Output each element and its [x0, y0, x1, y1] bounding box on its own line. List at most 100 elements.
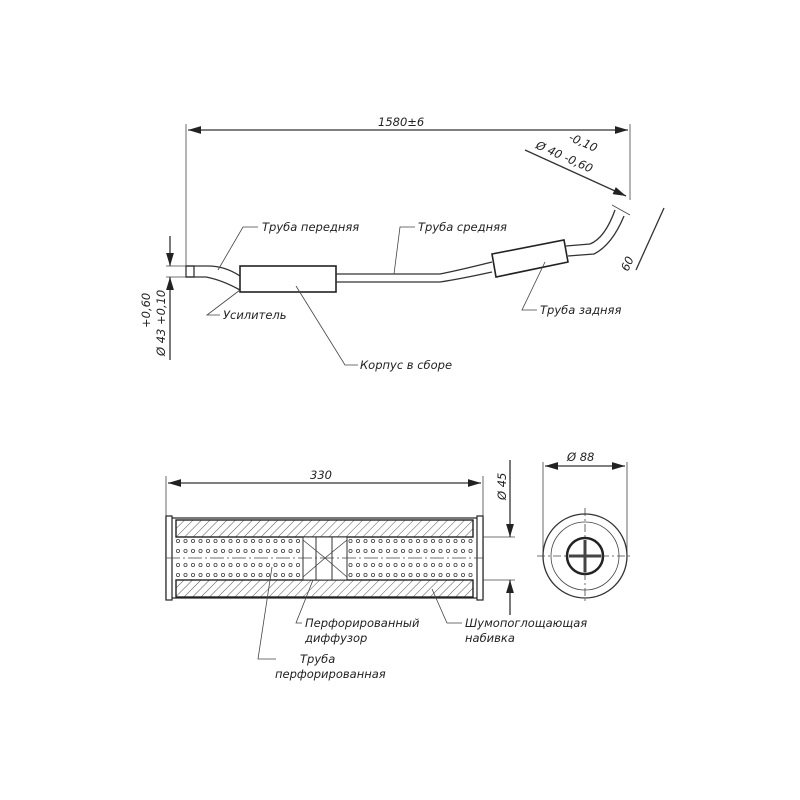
perforation-hole [453, 539, 458, 544]
perforation-hole [198, 549, 203, 554]
leader-line [205, 289, 241, 316]
perforation-hole [468, 549, 473, 554]
perforation-hole [220, 539, 225, 544]
perforation-hole [363, 549, 368, 554]
perforation-hole [430, 549, 435, 554]
perforation-hole [295, 573, 300, 578]
front-pipe [186, 265, 241, 291]
perforation-hole [258, 549, 263, 554]
perforation-hole [220, 563, 225, 568]
perforation-hole [288, 549, 293, 554]
perforation-hole [273, 539, 278, 544]
perforation-hole [408, 549, 413, 554]
rear-muffler-housing [491, 239, 569, 278]
perforation-hole [175, 573, 180, 578]
perforation-hole [288, 563, 293, 568]
perforation-hole [348, 549, 353, 554]
perforation-hole [235, 573, 240, 578]
perforation-hole [445, 539, 450, 544]
perforation-hole [205, 539, 210, 544]
perforation-hole [408, 573, 413, 578]
inlet-tolerance-label: +0,60 [139, 293, 153, 328]
outlet-diameter-leader [524, 149, 627, 197]
outlet-tolerance-label: -0,10 [567, 130, 600, 155]
perforation-hole [280, 549, 285, 554]
perforation-hole [183, 563, 188, 568]
perforation-hole [265, 549, 270, 554]
perforation-hole [415, 549, 420, 554]
inlet-flange [185, 265, 195, 278]
perforation-hole [175, 539, 180, 544]
perforation-hole [460, 539, 465, 544]
perforation-hole [460, 549, 465, 554]
perforation-hole [235, 563, 240, 568]
front-muffler-housing [239, 265, 337, 293]
perforation-hole [423, 563, 428, 568]
perforation-hole [280, 539, 285, 544]
leader-line [295, 285, 358, 366]
outlet-end [611, 204, 631, 216]
perforation-hole [243, 563, 248, 568]
perforation-hole [370, 573, 375, 578]
perforation-hole [415, 563, 420, 568]
perforation-hole [385, 539, 390, 544]
perforation-hole [408, 539, 413, 544]
perforation-hole [445, 573, 450, 578]
perforation-hole [408, 563, 413, 568]
diffuser [302, 536, 348, 581]
perforation-hole [220, 573, 225, 578]
perforation-hole [280, 573, 285, 578]
perforation-hole [370, 539, 375, 544]
perforation-hole [415, 539, 420, 544]
leader-line [521, 261, 546, 311]
perf-pipe-label-2: перфорированная [275, 667, 386, 681]
perforation-hole [273, 563, 278, 568]
perforation-hole [198, 539, 203, 544]
perforation-hole [355, 573, 360, 578]
perforation-hole [393, 573, 398, 578]
perforation-hole [213, 573, 218, 578]
front-pipe-label: Труба передняя [262, 220, 359, 234]
rear-pipe-label: Труба задняя [540, 303, 621, 317]
perforation-hole [400, 573, 405, 578]
perforation-hole [228, 549, 233, 554]
perforation-hole [228, 573, 233, 578]
perforation-hole [430, 573, 435, 578]
packing-upper [175, 519, 474, 538]
overall-length-label: 1580±6 [378, 115, 424, 129]
perforation-hole [363, 573, 368, 578]
packing-lower [175, 579, 474, 598]
perforation-hole [385, 563, 390, 568]
perforations [175, 539, 473, 578]
perforation-hole [213, 549, 218, 554]
perforation-hole [295, 563, 300, 568]
perforation-hole [378, 573, 383, 578]
leader-line [431, 588, 462, 624]
perforation-hole [423, 549, 428, 554]
outlet-length-dimension [635, 207, 665, 271]
perforation-hole [400, 549, 405, 554]
perforation-hole [288, 573, 293, 578]
perforation-hole [438, 573, 443, 578]
perforation-hole [243, 549, 248, 554]
perforation-hole [393, 539, 398, 544]
perforation-hole [460, 573, 465, 578]
perforation-hole [183, 573, 188, 578]
packing-label-2: набивка [465, 631, 515, 645]
packing-label-1: Шумопоглощающая [465, 616, 587, 630]
perforation-hole [175, 563, 180, 568]
perforation-hole [415, 573, 420, 578]
perforation-hole [385, 549, 390, 554]
end-view-centerlines [537, 508, 633, 604]
perforation-hole [250, 563, 255, 568]
diffuser-label-1: Перфорированный [305, 616, 420, 630]
perforation-hole [265, 563, 270, 568]
perforation-hole [438, 539, 443, 544]
perforation-hole [445, 563, 450, 568]
perforation-hole [370, 549, 375, 554]
perforation-hole [378, 539, 383, 544]
outlet-length-label: 60 [618, 254, 637, 273]
perforation-hole [400, 563, 405, 568]
perforation-hole [190, 563, 195, 568]
perforation-hole [378, 563, 383, 568]
